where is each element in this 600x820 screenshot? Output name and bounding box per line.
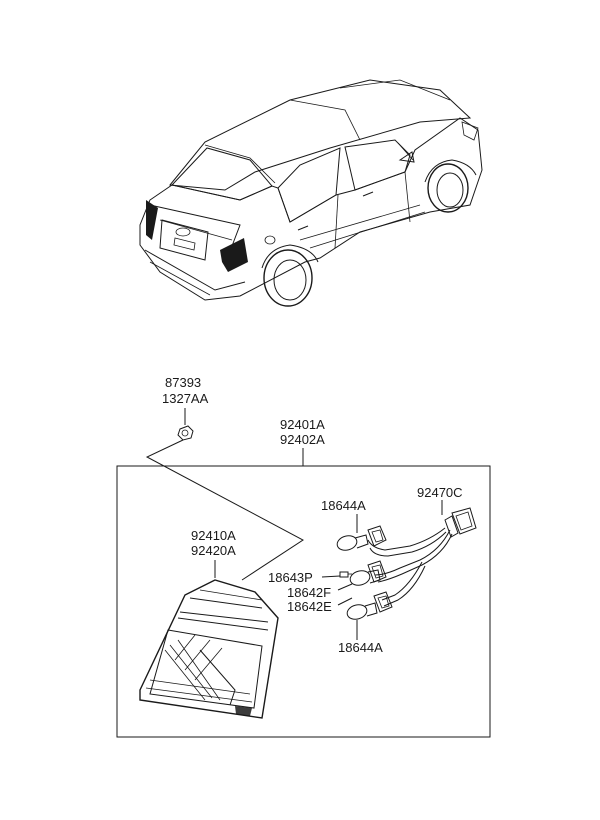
label-bolt-top: 87393 (165, 375, 201, 390)
label-bolt-bottom: 1327AA (162, 391, 209, 406)
label-assembly-bottom: 92402A (280, 432, 325, 447)
label-lens-bottom: 92420A (191, 543, 236, 558)
bulb-lower (346, 602, 378, 640)
label-bulb-upper: 18644A (321, 498, 366, 513)
label-socket-f: 18642F (287, 585, 331, 600)
label-bulb-lower: 18644A (338, 640, 383, 655)
label-small-bulb: 18643P (268, 570, 313, 585)
label-lens-top: 92410A (191, 528, 236, 543)
bolt-nut-part (145, 408, 304, 581)
bulb-small (321, 571, 352, 578)
tail-lamp-lens (139, 560, 279, 719)
socket-f-leader (337, 583, 353, 591)
label-harness: 92470C (417, 485, 463, 500)
wiring-harness (367, 500, 477, 613)
bulb-upper (336, 514, 369, 551)
car-illustration (139, 79, 483, 307)
label-socket-e: 18642E (287, 599, 332, 614)
bulb-middle (349, 569, 381, 586)
label-assembly-top: 92401A (280, 417, 325, 432)
socket-e-leader (337, 597, 353, 606)
